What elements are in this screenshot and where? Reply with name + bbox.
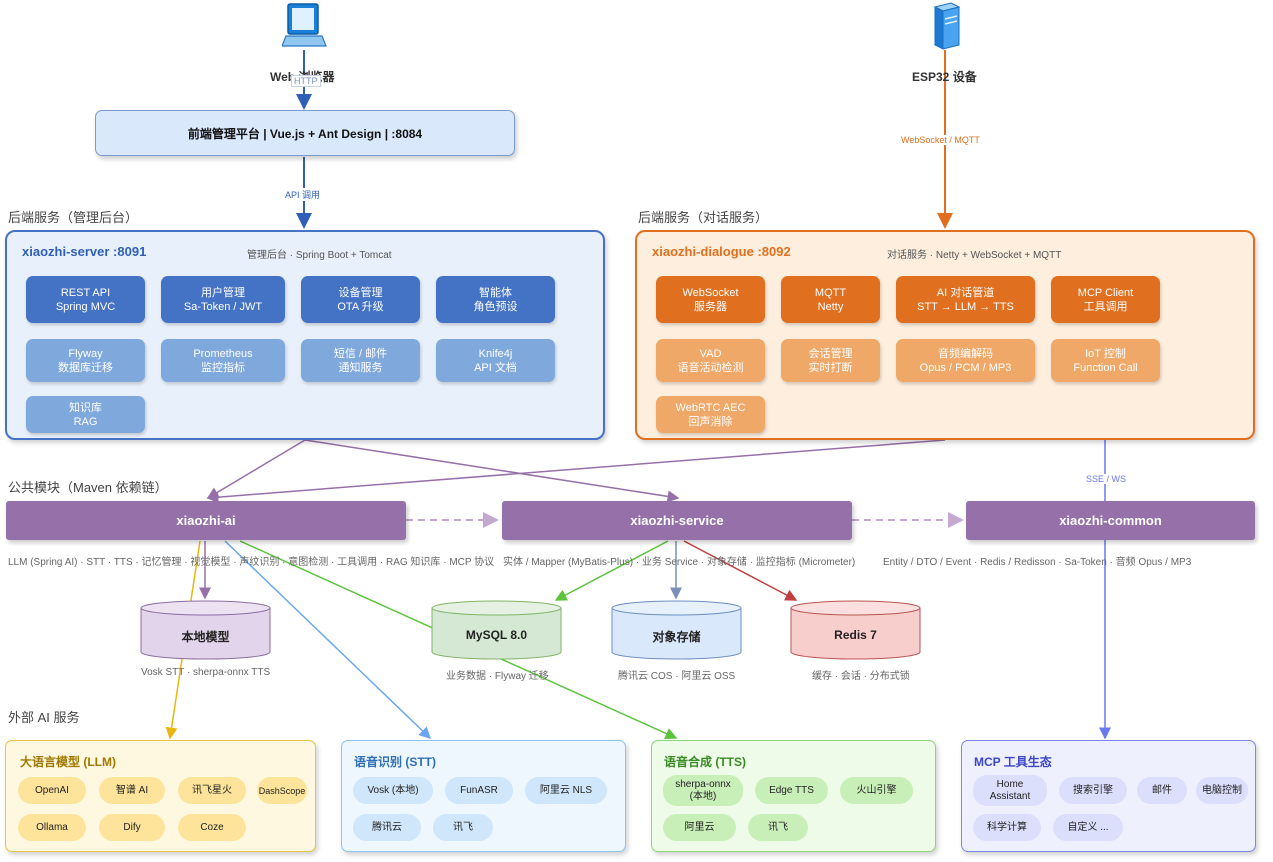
store-mysql-label: MySQL 8.0: [465, 628, 528, 642]
section-heading-dialogue: 后端服务（对话服务）: [638, 210, 769, 225]
server-subtitle: 管理后台 · Spring Boot + Tomcat: [247, 250, 392, 261]
store-local-model-label: 本地模型: [181, 630, 230, 644]
tts-aliyun[interactable]: 阿里云: [663, 814, 736, 841]
stt-funasr[interactable]: FunASR: [445, 777, 513, 804]
dialogue-title: xiaozhi-dialogue :8092: [652, 244, 791, 259]
monitor-icon: [281, 2, 328, 50]
external-stt-title: 语音识别 (STT): [354, 755, 436, 769]
stt-xunfei[interactable]: 讯飞: [433, 814, 493, 841]
tts-edge-tts[interactable]: Edge TTS: [755, 777, 828, 804]
stt-tencent-cloud[interactable]: 腾讯云: [353, 814, 421, 841]
store-object-storage-label: 对象存储: [652, 630, 701, 644]
edge-service-mysql: [554, 540, 669, 601]
store-local-model: 本地模型: [140, 600, 271, 660]
llm-dashscope[interactable]: DashScope: [257, 777, 307, 804]
store-redis: Redis 7: [790, 600, 921, 660]
external-llm-title: 大语言模型 (LLM): [20, 755, 116, 769]
external-mcp-title: MCP 工具生态: [974, 755, 1052, 769]
mcp-computer-control[interactable]: 电脑控制: [1196, 777, 1248, 804]
store-mysql-caption: 业务数据 · Flyway 迁移: [446, 671, 549, 682]
mcp-search-engine[interactable]: 搜索引擎: [1059, 777, 1127, 804]
store-object-storage-caption: 腾讯云 COS · 阿里云 OSS: [618, 671, 736, 682]
server-title: xiaozhi-server :8091: [22, 244, 147, 259]
llm-coze[interactable]: Coze: [178, 814, 246, 841]
server-module-notify[interactable]: 短信 / 邮件通知服务: [301, 339, 420, 382]
module-xiaozhi-common-desc: Entity / DTO / Event · Redis / Redisson …: [883, 557, 1192, 568]
edge-label-http: HTTP: [291, 75, 321, 87]
edge-server-service: [304, 439, 680, 503]
tts-xunfei[interactable]: 讯飞: [748, 814, 808, 841]
frontend-platform-box: 前端管理平台 | Vue.js + Ant Design | :8084: [95, 110, 515, 156]
tts-volcano-engine[interactable]: 火山引擎: [840, 777, 913, 804]
module-xiaozhi-service-desc: 实体 / Mapper (MyBatis-Plus) · 业务 Service …: [503, 557, 856, 568]
store-redis-caption: 缓存 · 会话 · 分布式锁: [812, 671, 910, 682]
llm-dify[interactable]: Dify: [99, 814, 165, 841]
store-redis-label: Redis 7: [834, 628, 877, 642]
edge-label-websocket-mqtt: WebSocket / MQTT: [899, 135, 982, 145]
module-xiaozhi-ai-desc: LLM (Spring AI) · STT · TTS · 记忆管理 · 视觉模…: [8, 557, 495, 568]
esp32-device-label: ESP32 设备: [912, 70, 977, 84]
stt-aliyun-nls[interactable]: 阿里云 NLS: [525, 777, 607, 804]
section-heading-common: 公共模块（Maven 依赖链）: [8, 480, 168, 495]
mcp-custom[interactable]: 自定义 ...: [1053, 814, 1123, 841]
edge-label-api-call: API 调用: [283, 188, 323, 201]
store-mysql: MySQL 8.0: [431, 600, 562, 660]
llm-xunfei-spark[interactable]: 讯飞星火: [178, 777, 246, 804]
store-local-model-caption: Vosk STT · sherpa-onnx TTS: [141, 667, 271, 678]
llm-zhipu[interactable]: 智谱 AI: [99, 777, 165, 804]
llm-openai[interactable]: OpenAI: [18, 777, 86, 804]
dialogue-subtitle: 对话服务 · Netty + WebSocket + MQTT: [887, 250, 1062, 261]
edge-dialogue-ai: [206, 439, 946, 504]
edge-service-redis: [683, 540, 798, 601]
module-xiaozhi-service[interactable]: xiaozhi-service: [502, 501, 852, 540]
tts-sherpa-onnx-local[interactable]: sherpa-onnx(本地): [663, 775, 743, 806]
section-heading-server: 后端服务（管理后台）: [8, 210, 139, 225]
module-xiaozhi-ai[interactable]: xiaozhi-ai: [6, 501, 406, 540]
section-heading-external: 外部 AI 服务: [8, 710, 80, 725]
edge-server-ai: [206, 439, 306, 499]
server-module-agent[interactable]: 智能体角色预设: [436, 276, 555, 323]
llm-ollama[interactable]: Ollama: [18, 814, 86, 841]
dialogue-module-session[interactable]: 会话管理实时打断: [781, 339, 880, 382]
module-xiaozhi-common[interactable]: xiaozhi-common: [966, 501, 1255, 540]
stt-vosk-local[interactable]: Vosk (本地): [353, 777, 433, 804]
store-object-storage: 对象存储: [611, 600, 742, 660]
server-tower-icon: [931, 1, 961, 51]
frontend-platform-label: 前端管理平台 | Vue.js + Ant Design | :8084: [187, 126, 423, 141]
mcp-email[interactable]: 邮件: [1137, 777, 1187, 804]
mcp-scientific-computing[interactable]: 科学计算: [973, 814, 1041, 841]
edge-label-sse-ws: SSE / WS: [1084, 474, 1129, 484]
external-tts-title: 语音合成 (TTS): [664, 755, 746, 769]
